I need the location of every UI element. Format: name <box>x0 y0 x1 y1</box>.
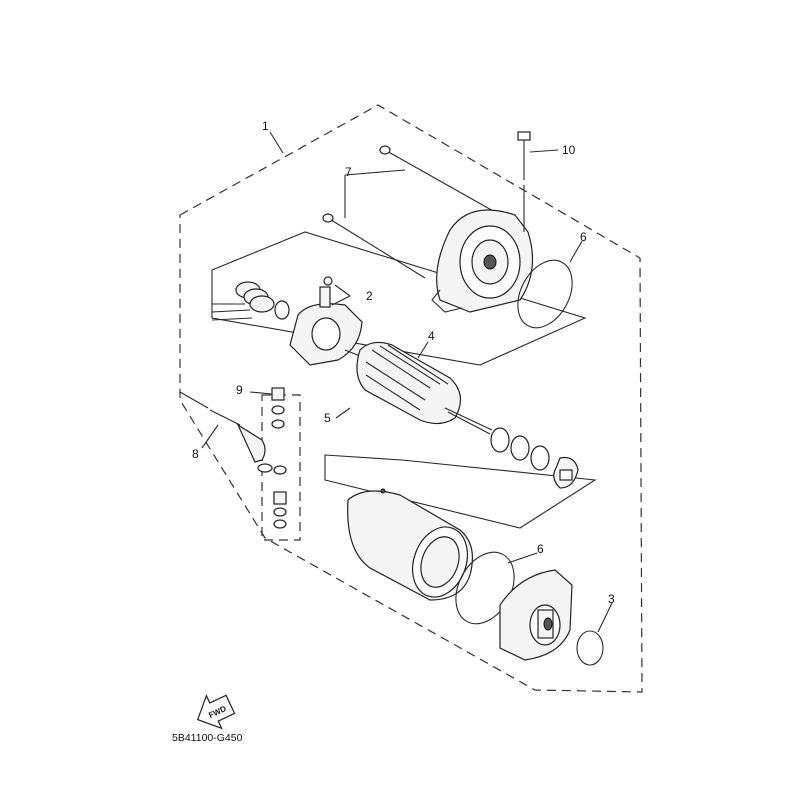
washer-2 <box>510 435 530 461</box>
o-ring-small <box>576 630 604 666</box>
brush-springs <box>211 281 275 321</box>
leader-lines <box>201 131 613 633</box>
callout-3: 3 <box>608 592 615 606</box>
callout-8: 8 <box>192 447 199 461</box>
starter-lead-cable <box>179 391 273 473</box>
o-ring-upper <box>517 259 573 329</box>
brush-holder-plate <box>289 276 363 366</box>
assembly-boundary <box>179 104 643 693</box>
fwd-arrow-icon: FWD <box>196 694 236 730</box>
through-bolt-upper <box>379 145 496 213</box>
callout-9: 9 <box>236 383 243 397</box>
washer-1 <box>490 427 510 453</box>
armature <box>344 341 493 435</box>
diagram-code: 5B41100-G450 <box>172 732 243 744</box>
washer-group-boundary <box>324 454 597 529</box>
callout-5: 5 <box>324 411 331 425</box>
lock-washer <box>553 456 579 489</box>
motor-yoke <box>347 488 473 601</box>
callout-6-upper: 6 <box>580 230 587 244</box>
callout-6-lower: 6 <box>537 542 544 556</box>
callout-4: 4 <box>428 329 435 343</box>
callout-1: 1 <box>262 119 269 133</box>
callout-10: 10 <box>562 143 576 157</box>
washer-brush <box>274 300 290 320</box>
front-end-housing <box>431 209 534 313</box>
washer-3 <box>530 445 550 471</box>
callout-7: 7 <box>345 165 352 179</box>
rear-end-cover <box>499 569 573 661</box>
callout-2: 2 <box>366 289 373 303</box>
terminal-nut-set <box>271 387 287 529</box>
through-bolt-lower <box>322 213 426 279</box>
brush-group-boundary <box>211 231 587 366</box>
terminal-hardware-boundary <box>261 394 301 541</box>
flange-bolt <box>517 131 531 232</box>
